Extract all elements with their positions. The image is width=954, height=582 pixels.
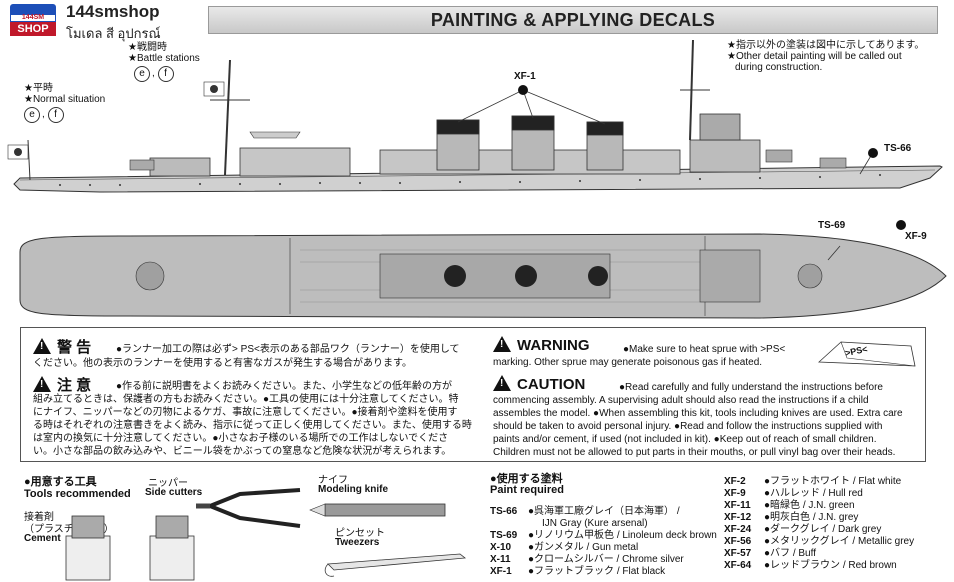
- flag-icon: [7, 139, 31, 181]
- callout-ts69: TS-69: [818, 220, 846, 231]
- side-cutters-en: Side cutters: [145, 487, 203, 498]
- paint-row: XF-11●暗緑色 / J.N. green: [724, 500, 855, 511]
- paint-row: XF-2●フラットホワイト / Flat white: [724, 476, 902, 487]
- comma: ,: [152, 68, 155, 79]
- other-en-1: ★Other detail painting will be called ou…: [727, 51, 902, 62]
- other-detail-note: ★指示以外の塗装は図中に示してあります。 ★Other detail paint…: [727, 40, 924, 73]
- en-caution-line-5: paints and/or cement, if used (not inclu…: [493, 434, 877, 445]
- en-warning-heading: WARNING: [493, 336, 590, 354]
- knife-en: Modeling knife: [318, 484, 388, 495]
- battle-jp: ★戦闘時: [128, 42, 167, 53]
- normal-situation-note: ★平時 ★Normal situation e, f: [24, 83, 105, 123]
- modeling-knife-icon: [309, 503, 446, 517]
- caution-icon: [33, 376, 51, 392]
- jp-caution-line-4: る時はそれぞれの注意書きをよく読み、指示に従って正しく使用してください。また、使…: [33, 420, 472, 431]
- jp-caution-line-2: 組み立てるときは、保護者の方もお読みください。●工具の使用には十分注意してくださ…: [33, 394, 459, 405]
- en-caution-line-2: commencing assembly. A supervising adult…: [493, 395, 869, 406]
- callout-xf9: XF-9: [905, 231, 927, 242]
- callout-dot-xf9: [896, 220, 906, 230]
- other-jp: ★指示以外の塗装は図中に示してあります。: [727, 40, 925, 51]
- paint-row: XF-24●ダークグレイ / Dark grey: [724, 524, 882, 535]
- paint-row: XF-9●ハルレッド / Hull red: [724, 488, 863, 499]
- warning-box: 警 告 ●ランナー加工の際は必ず> PS<表示のある部品ワク（ランナー）を使用し…: [20, 327, 926, 462]
- jp-caution-heading: 注 意: [33, 374, 91, 395]
- tools-illustration: [65, 488, 467, 581]
- callout-ts66: TS-66: [884, 143, 912, 154]
- callout-dot-xf1: [518, 85, 528, 95]
- circle-e: e: [134, 66, 150, 82]
- warning-icon: [493, 336, 511, 352]
- en-warning-line-1: ●Make sure to heat sprue with >PS<: [623, 344, 786, 355]
- logo-badge-text: 144SM: [10, 14, 56, 22]
- paint-list-left: TS-66●呉海軍工廠グレイ（日本海軍） / IJN Gray (Kure ar…: [490, 506, 717, 578]
- title-bar: PAINTING & APPLYING DECALS: [208, 6, 938, 34]
- paint-row: XF-64●レッドブラウン / Red brown: [724, 560, 897, 571]
- shop-name: 144smshop: [66, 2, 160, 21]
- side-cutters-icon: [196, 488, 301, 528]
- cement-en: Cement: [24, 533, 61, 544]
- callout-dot-ts66: [868, 148, 878, 158]
- comma: ,: [42, 109, 45, 120]
- paint-row: XF-57●バフ / Buff: [724, 548, 816, 559]
- paints-heading-jp: ●使用する塗料: [490, 473, 563, 485]
- ship-side-view: [7, 39, 943, 193]
- shop-subtitle: โมเดล สี อุปกรณ์: [66, 26, 161, 41]
- warning-icon: [33, 338, 51, 354]
- paint-row: TS-66●呉海軍工廠グレイ（日本海軍） /: [490, 506, 680, 517]
- logo-badge: 144SM SHOP: [4, 2, 62, 38]
- page-title: PAINTING & APPLYING DECALS: [430, 10, 716, 30]
- callout-xf1: XF-1: [514, 71, 536, 82]
- en-caution-line-1: ●Read carefully and fully understand the…: [619, 382, 883, 393]
- ps-sprue-illustration: [818, 341, 916, 367]
- paints-heading-en: Paint required: [490, 484, 564, 496]
- other-en-2: during construction.: [735, 62, 823, 73]
- cement-bottle-icon: [65, 515, 195, 581]
- en-warning-line-2: marking. Other sprue may generate poison…: [493, 357, 763, 368]
- jp-caution-line-5: は室内の換気に十分注意してください。●小さなお子様のいる場所での工作はしないでく…: [33, 433, 449, 444]
- jp-warning-line-1: ●ランナー加工の際は必ず> PS<表示のある部品ワク（ランナー）を使用して: [116, 344, 460, 355]
- paint-list-right: XF-2●フラットホワイト / Flat white XF-9●ハルレッド / …: [724, 476, 914, 572]
- normal-en: ★Normal situation: [24, 94, 106, 105]
- jp-caution-line-3: にナイフ、ニッパーなどの刃物によるケガ、事故に注意してください。●接着剤や塗料を…: [33, 407, 458, 418]
- knife-jp: ナイフ: [318, 475, 348, 486]
- cement-jp-2: （プラスチック用）: [24, 524, 114, 535]
- jp-caution-line-6: い。小さな部品の飲み込みや、ビニール袋をかぶっての窒息など危険な状況が考えられま…: [33, 446, 452, 457]
- tweezers-en: Tweezers: [335, 537, 380, 548]
- paint-row: X-11●クロームシルバー / Chrome silver: [490, 554, 684, 565]
- flag-icon: [203, 81, 225, 97]
- logo-badge-shop: SHOP: [10, 22, 56, 36]
- tools-heading-en: Tools recommended: [24, 488, 131, 500]
- circle-f: f: [47, 107, 64, 123]
- paint-row: TS-69●リノリウム甲板色 / Linoleum deck brown: [490, 530, 717, 541]
- jp-caution-line-1: ●作る前に説明書をよくお読みください。また、小学生などの低年齢の方が: [116, 381, 453, 392]
- normal-jp: ★平時: [24, 83, 53, 94]
- jp-warning-heading: 警 告: [33, 336, 91, 357]
- jp-warning-line-2: ください。他の表示のランナーを使用すると有害なガスが発生する場合があります。: [33, 358, 412, 369]
- en-caution-line-6: Children must not be allowed to put part…: [493, 447, 896, 458]
- en-caution-line-4: should be taken to avoid personal injury…: [493, 421, 883, 432]
- cement-jp-1: 接着剤: [24, 512, 54, 523]
- tweezers-jp: ピンセット: [335, 528, 385, 539]
- tweezers-icon: [324, 553, 467, 577]
- shop-logo: 144SM SHOP 144smshop โมเดล สี อุปกรณ์: [4, 2, 194, 42]
- circle-e: e: [24, 107, 40, 123]
- tools-heading-jp: ●用意する工具: [24, 476, 97, 488]
- paint-row: XF-12●明灰白色 / J.N. grey: [724, 512, 859, 523]
- ship-top-view: [19, 233, 947, 319]
- paint-row: IJN Gray (Kure arsenal): [542, 518, 648, 529]
- circle-f: f: [157, 66, 174, 82]
- battle-en: ★Battle stations: [128, 53, 200, 64]
- paint-row: XF-56●メタリックグレイ / Metallic grey: [724, 536, 915, 547]
- side-cutters-jp: ニッパー: [148, 478, 188, 489]
- caution-icon: [493, 375, 511, 391]
- paint-row: XF-1●フラットブラック / Flat black: [490, 566, 666, 577]
- en-caution-line-3: assembles the model. ●When assembling th…: [493, 408, 903, 419]
- paint-row: X-10●ガンメタル / Gun metal: [490, 542, 639, 553]
- battle-stations-note: ★戦闘時 ★Battle stations e, f: [128, 42, 200, 82]
- en-caution-heading: CAUTION: [493, 375, 585, 393]
